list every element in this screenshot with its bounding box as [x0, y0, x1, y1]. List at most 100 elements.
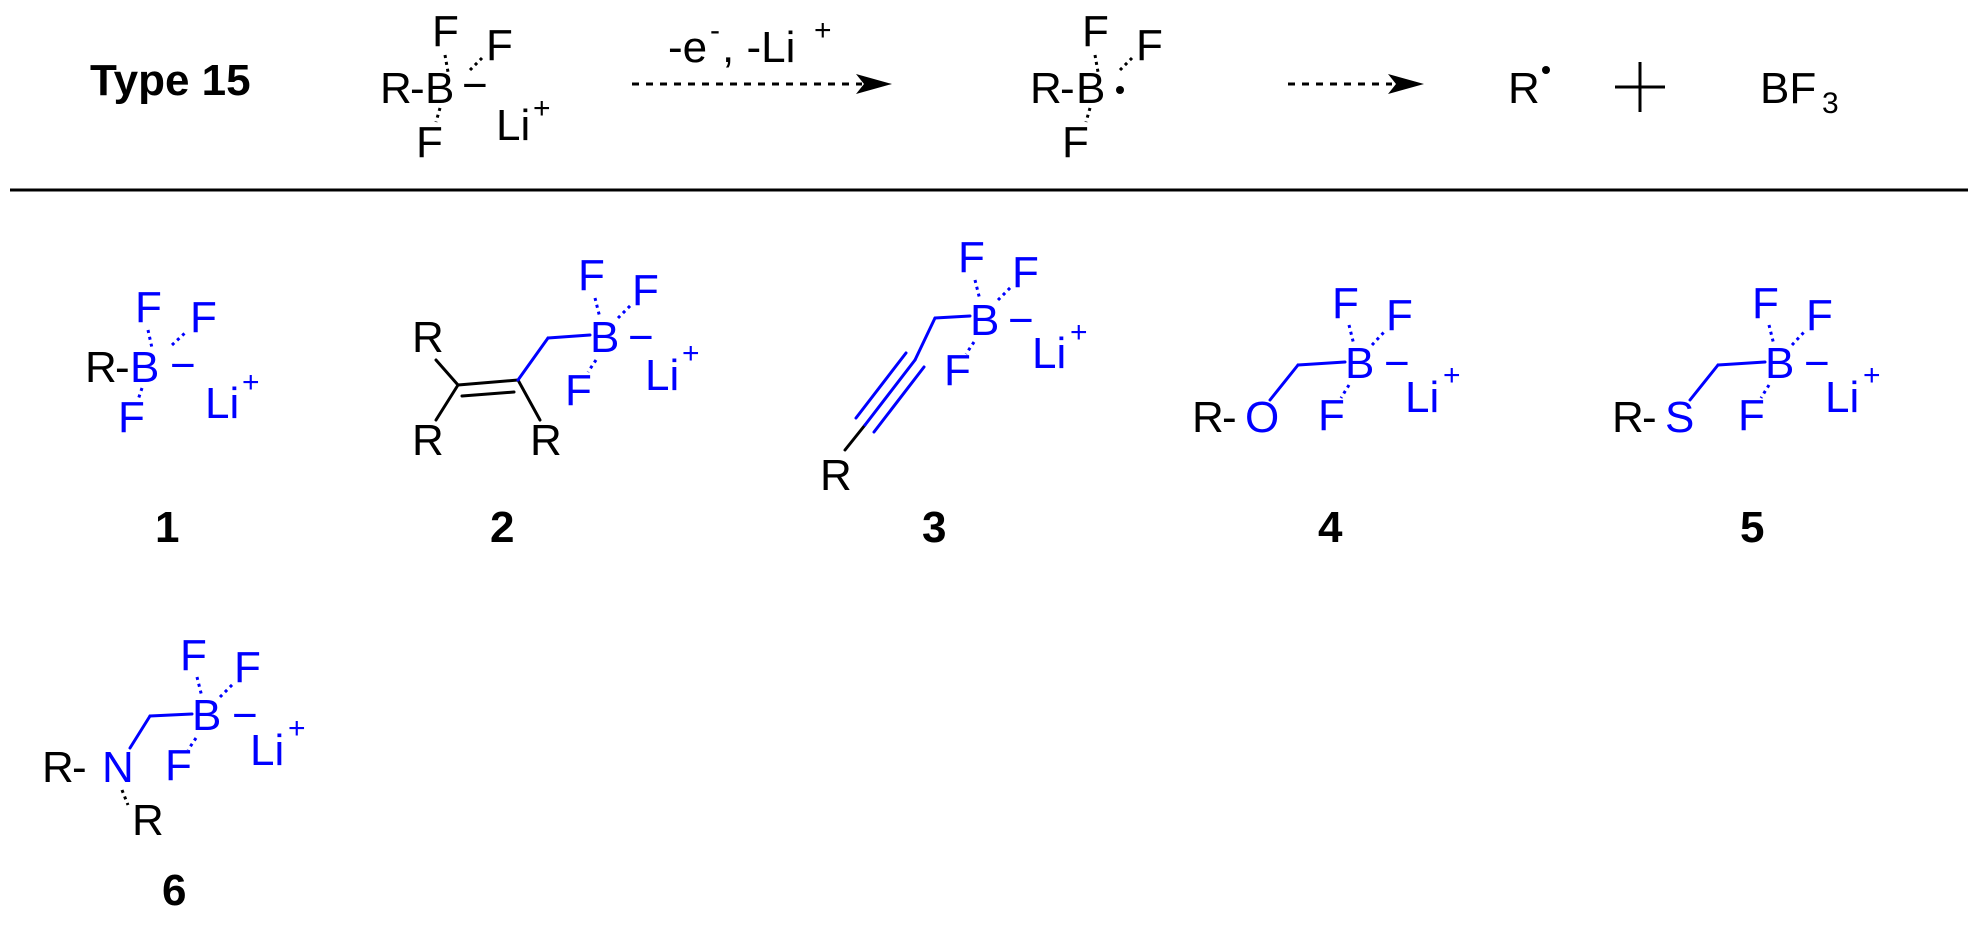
compound-4-bond-o-ch2 [1268, 363, 1300, 402]
reactant-b: B [425, 64, 454, 113]
compound-2-bond-ch2-b [546, 333, 592, 340]
compound-2-bond-r-bottom-right [516, 378, 542, 422]
arrow-label-li-charge: + [814, 14, 832, 47]
compound-1-li-charge: + [242, 366, 260, 399]
compound-6-f-top: F [180, 631, 207, 680]
compound-3-li: Li [1032, 329, 1066, 378]
compound-6-number: 6 [162, 866, 186, 915]
arrow-label-e-charge: - [710, 14, 720, 47]
compound-2-bond-r-top [434, 358, 460, 387]
compound-6-n: N [102, 743, 134, 792]
compound-5-number: 5 [1740, 503, 1764, 552]
compound-3-r: R [820, 451, 852, 500]
compound-4-bond-ch2-b [1296, 360, 1347, 367]
compound-6-bond-f-right [218, 681, 236, 699]
intermediate-bond-f-right [1118, 56, 1134, 72]
compound-6-b: B [192, 691, 221, 740]
compound-4-number: 4 [1318, 503, 1343, 552]
compound-2-r-top: R [412, 313, 444, 362]
reactant-bond-f-right [468, 56, 484, 72]
reactant-f-bottom: F [416, 118, 443, 167]
arrow-label-li: , -Li [722, 23, 795, 72]
compound-5-b: B [1765, 339, 1794, 388]
compound-2-bond-f-bottom [586, 359, 598, 373]
compound-5-f-bottom: F [1738, 391, 1765, 440]
compound-1-minus: − [170, 341, 196, 390]
compound-3: R B F F F − Li + 3 [820, 233, 1088, 552]
compound-4-o: O [1245, 393, 1279, 442]
compound-6-dash: - [72, 743, 87, 792]
compound-2-double-bond-b [460, 390, 516, 398]
intermediate-r: R [1030, 64, 1062, 113]
products: R BF 3 [1508, 62, 1839, 120]
compound-3-bond-ch2 [913, 316, 937, 362]
compound-1-f-top: F [135, 283, 162, 332]
arrow-head-1 [856, 74, 892, 94]
compound-3-minus: − [1008, 296, 1034, 345]
compound-5-f-top: F [1752, 279, 1779, 328]
compound-2-double-bond-a [456, 378, 520, 387]
compound-1: R - B F F F − Li + 1 [85, 283, 260, 552]
compound-1-number: 1 [155, 503, 179, 552]
type-label: Type 15 [90, 56, 251, 105]
compound-4-dash: - [1222, 393, 1237, 442]
compound-2-r-bottom-right: R [530, 416, 562, 465]
compound-5-li-charge: + [1863, 359, 1881, 392]
compound-6-li: Li [250, 726, 284, 775]
reactant-dash: - [410, 64, 425, 113]
reactant-f-top: F [432, 7, 459, 56]
product-bf3: BF [1760, 64, 1816, 113]
compound-3-number: 3 [922, 503, 946, 552]
compound-6-r-bottom: R [132, 796, 164, 845]
compound-1-li: Li [205, 379, 239, 428]
oxidation-arrow: -e - , -Li + [632, 14, 892, 94]
compound-4: R - O B F F F − Li + 4 [1192, 279, 1461, 552]
compound-3-triple-bond-c [872, 365, 926, 434]
compound-6-f-bottom: F [165, 741, 192, 790]
compound-2-li: Li [645, 351, 679, 400]
compound-3-f-top: F [958, 233, 985, 282]
compound-2-minus: − [628, 313, 654, 362]
compound-2-r-bottom-left: R [412, 416, 444, 465]
compound-2-f-bottom: F [565, 366, 592, 415]
reactant-bond-f-bottom [434, 107, 442, 123]
compound-2-f-right: F [632, 266, 659, 315]
compound-1-r: R [85, 343, 117, 392]
compound-3-triple-bond-a [863, 358, 917, 427]
compound-4-f-right: F [1386, 291, 1413, 340]
compound-1-b: B [130, 343, 159, 392]
compound-5-f-right: F [1806, 291, 1833, 340]
intermediate-f-right: F [1136, 21, 1163, 70]
intermediate-bond-f-bottom [1084, 107, 1092, 123]
intermediate-radical-dot [1116, 86, 1124, 94]
compound-6-r: R [42, 743, 74, 792]
compound-2: R R R B F F F − Li + 2 [412, 251, 700, 552]
compound-5-bond-ch2-b [1716, 360, 1767, 367]
reactant-trifluoroborate: R - B F F F − Li + [380, 7, 551, 167]
compound-2-b: B [590, 313, 619, 362]
compound-1-f-bottom: F [118, 393, 145, 442]
compound-4-r: R [1192, 393, 1224, 442]
intermediate-bond-f-top [1093, 54, 1100, 73]
reactant-minus: − [462, 61, 488, 110]
product-radical-dot [1542, 66, 1550, 74]
compound-5-minus: − [1804, 339, 1830, 388]
fragmentation-arrow [1288, 74, 1424, 94]
compound-5-bond-s-ch2 [1688, 363, 1720, 402]
intermediate-f-bottom: F [1062, 118, 1089, 167]
compound-3-f-bottom: F [944, 346, 971, 395]
compound-1-bond-f-bottom [136, 387, 144, 401]
compound-3-bond-ch2-b [933, 314, 972, 320]
product-r-radical: R [1508, 64, 1540, 113]
header-row: Type 15 R - B F F F − Li + -e - , -Li + [90, 7, 1839, 167]
compound-6-bond-n-r [120, 789, 130, 806]
compound-2-li-charge: + [682, 337, 700, 370]
intermediate-b: B [1076, 64, 1105, 113]
compound-4-f-bottom: F [1318, 391, 1345, 440]
compound-3-bond-f-bottom [964, 341, 976, 355]
compound-3-triple-bond-b [854, 351, 908, 420]
compound-3-f-right: F [1012, 248, 1039, 297]
reactant-li: Li [496, 101, 530, 150]
compound-5-r: R [1612, 393, 1644, 442]
